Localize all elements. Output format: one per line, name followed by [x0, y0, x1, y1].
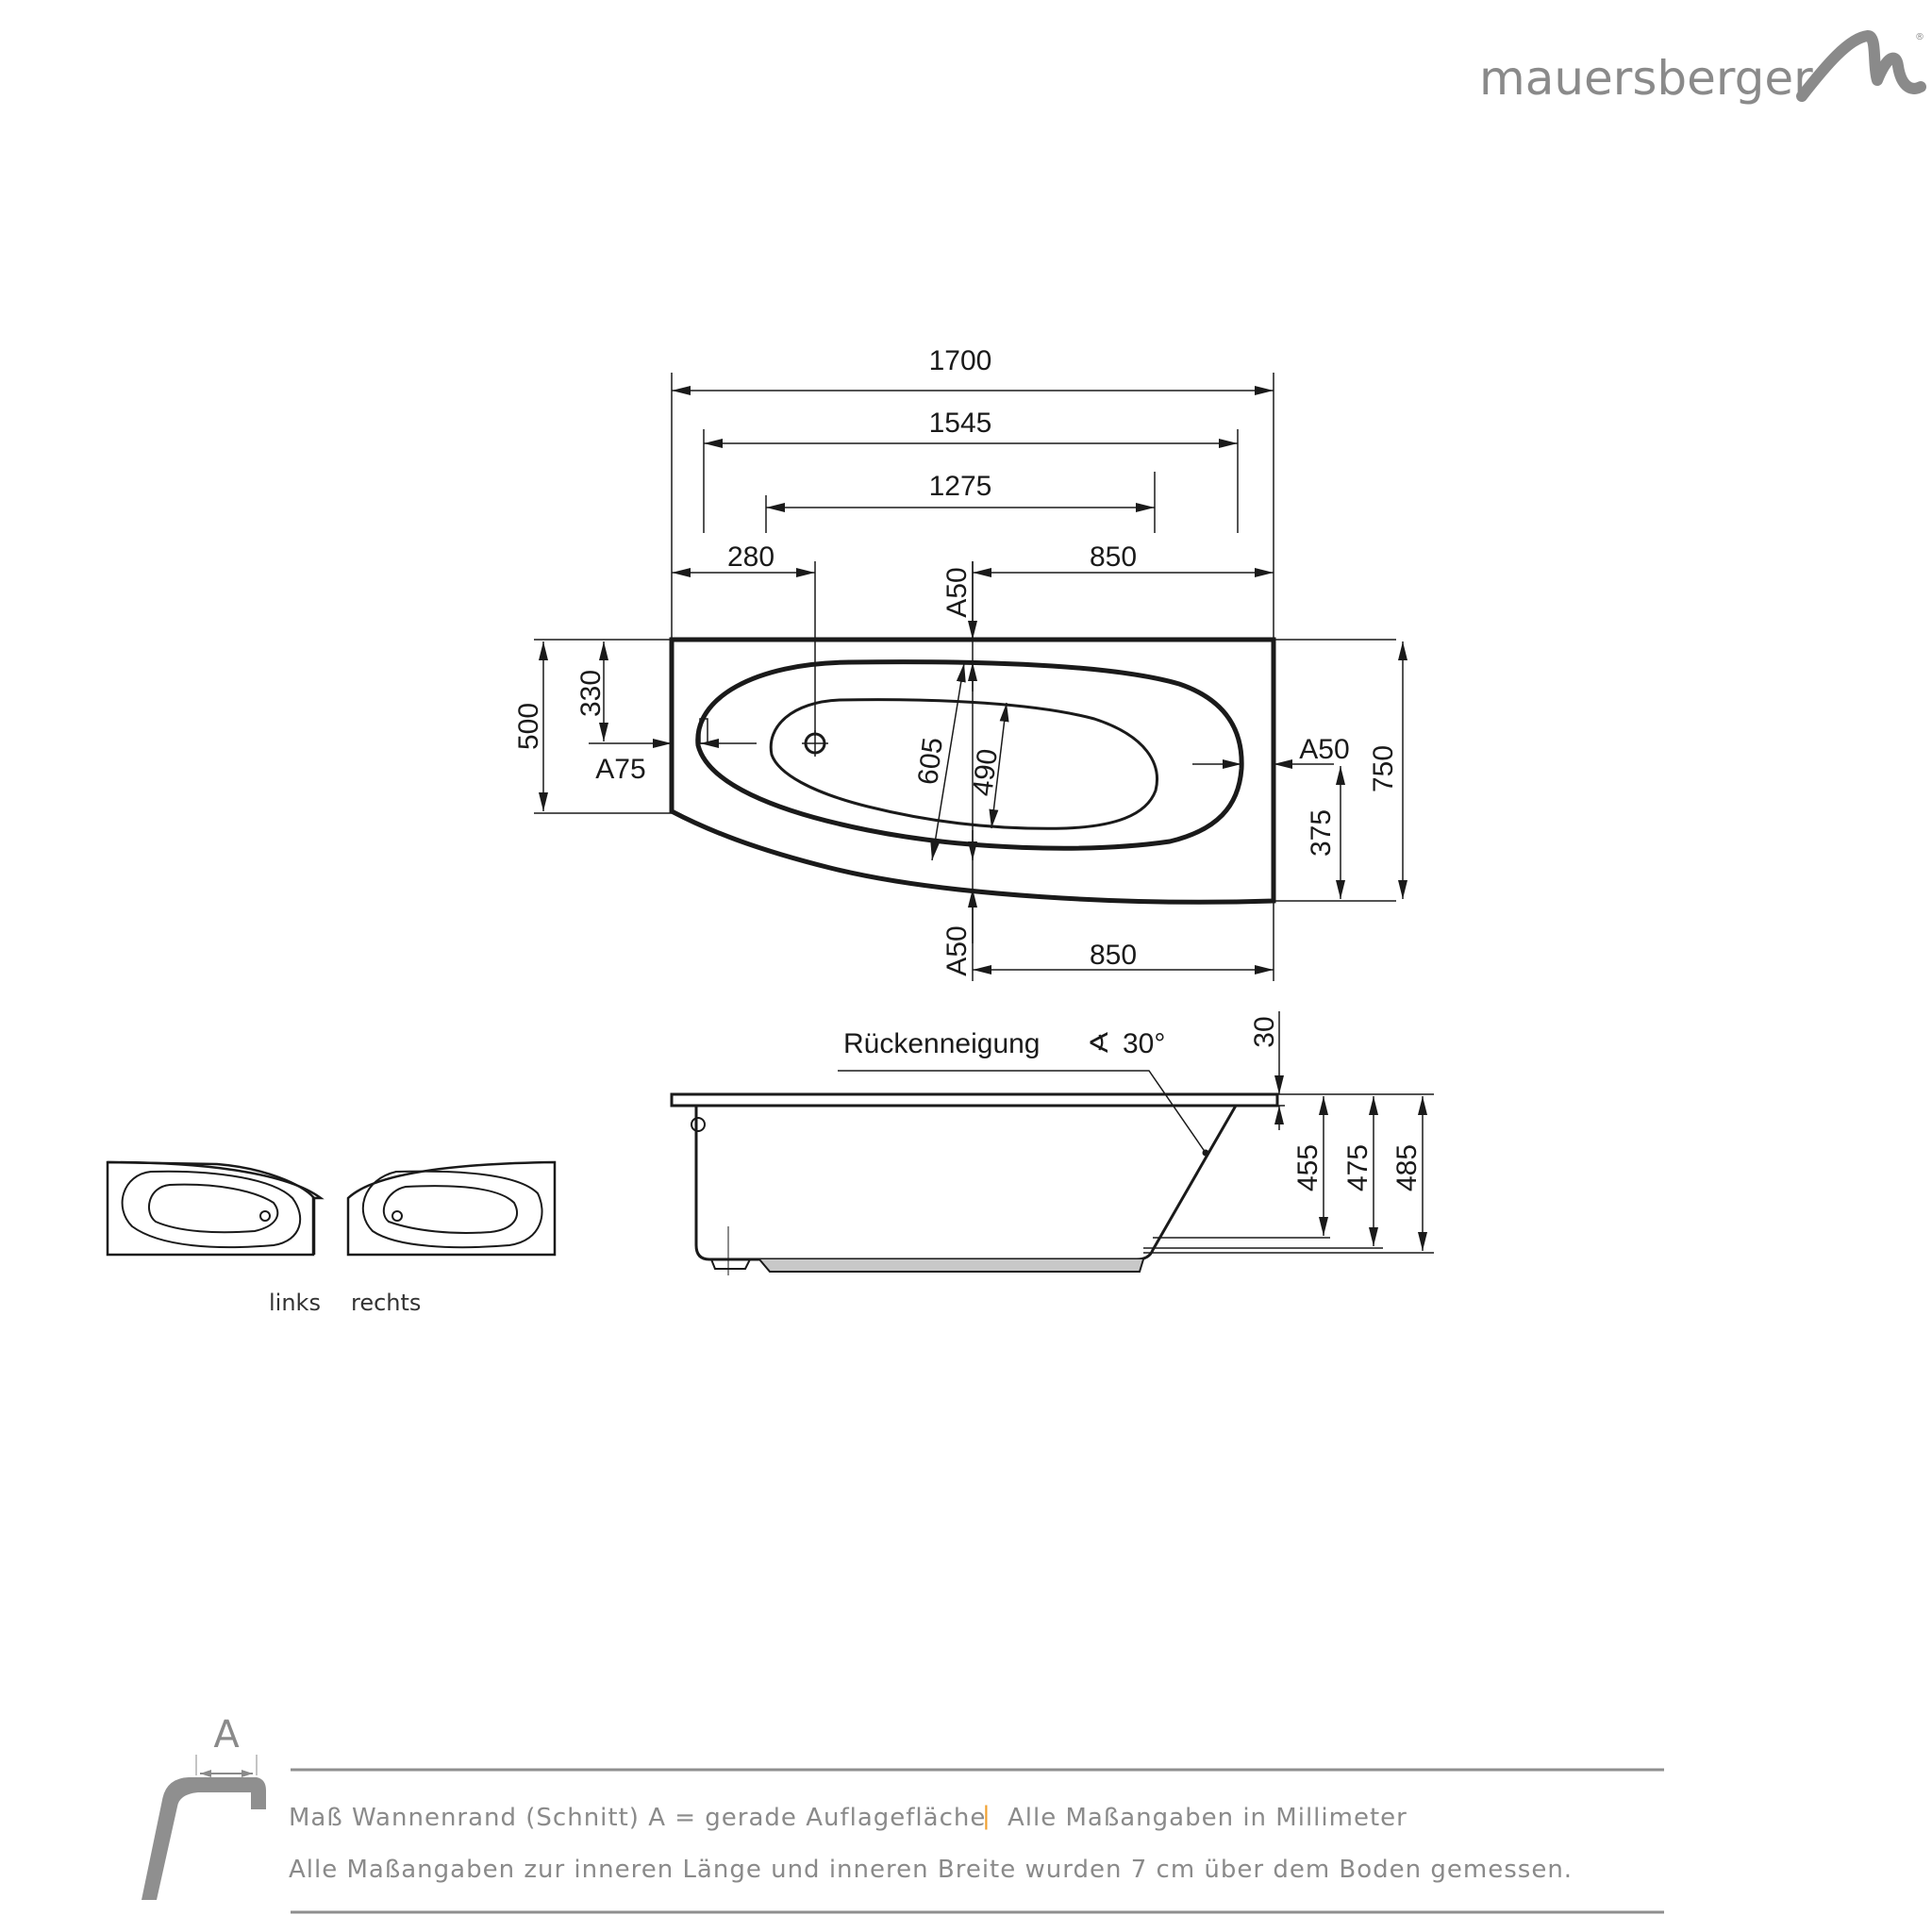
side-view: [670, 1011, 1434, 1275]
dim-depth-total: 485: [1391, 1144, 1423, 1191]
brand-name: mauersberger: [1479, 51, 1813, 106]
dim-depth-inner: 455: [1292, 1144, 1324, 1191]
rim-section-symbol-label: A: [213, 1713, 240, 1757]
legend-separator: |: [982, 1802, 991, 1830]
dim-right-half-height: 375: [1306, 809, 1337, 857]
legend-rim-note: Maß Wannenrand (Schnitt) A = gerade Aufl…: [289, 1804, 986, 1832]
rim-label-right: A50: [1299, 734, 1349, 765]
rim-section-legend-icon: A: [142, 1713, 266, 1900]
brand-m-mark-icon: [1796, 30, 1926, 102]
variant-left-thumbnail: [106, 1160, 325, 1257]
top-view: [534, 373, 1407, 981]
side-view-labels: Rückenneigung ∢ 30° 30 455 475 485: [843, 1016, 1423, 1191]
rim-label-top: A50: [941, 567, 973, 617]
dim-top-right-segment: 850: [1090, 541, 1137, 573]
variant-right-label: rechts: [351, 1290, 421, 1316]
dim-inner-length-base: 1275: [929, 471, 992, 502]
dim-drain-height: 330: [575, 670, 607, 717]
dim-drain-offset: 280: [727, 541, 774, 573]
rim-label-bottom: A50: [941, 925, 973, 975]
brand-logo: mauersberger ®: [1479, 30, 1926, 106]
dim-bottom-right-segment: 850: [1090, 940, 1137, 971]
dim-overall-width: 750: [1368, 745, 1399, 792]
variant-left-label: links: [269, 1290, 321, 1316]
legend-measurement-note: Alle Maßangaben zur inneren Länge und in…: [289, 1856, 1573, 1884]
back-slope-angle: 30°: [1123, 1028, 1165, 1059]
legend-units-note: Alle Maßangaben in Millimeter: [1008, 1804, 1407, 1832]
top-view-labels: 1700 1545 1275 280 850 850 500 330 A75 A…: [513, 345, 1399, 976]
dim-inner-length-upper: 1545: [929, 408, 992, 439]
dim-left-height: 500: [513, 703, 544, 750]
angle-symbol-icon: ∢: [1087, 1028, 1110, 1059]
rim-label-left: A75: [595, 754, 645, 785]
dim-rim-thickness: 30: [1249, 1016, 1280, 1047]
registered-mark: ®: [1915, 32, 1924, 42]
dim-inner-width-upper: 605: [912, 736, 949, 787]
back-slope-label: Rückenneigung: [843, 1028, 1041, 1059]
dim-depth-mid: 475: [1342, 1144, 1374, 1191]
dim-inner-width-base: 490: [967, 747, 1004, 798]
variant-right-thumbnail: [346, 1160, 557, 1257]
dim-overall-length: 1700: [929, 345, 992, 376]
